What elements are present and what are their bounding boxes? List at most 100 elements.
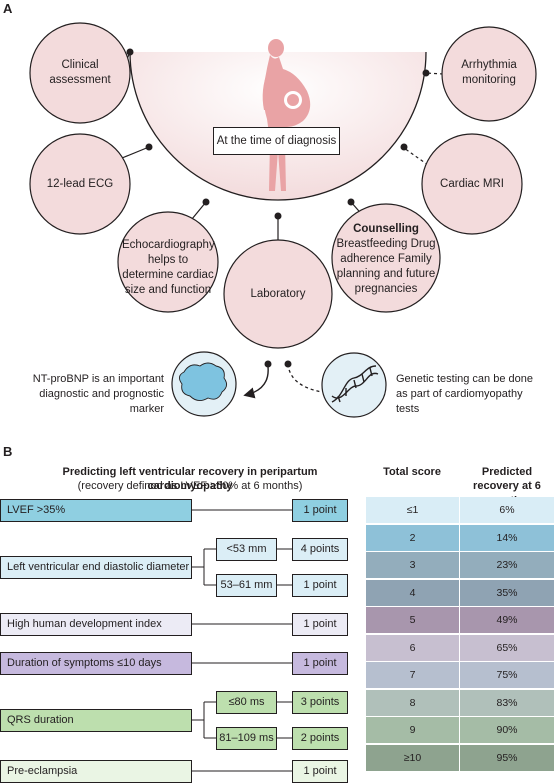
points-preeclampsia-label: 1 point [303,765,337,777]
score-cell: ≥10 [366,744,459,771]
connector-echo [191,201,207,220]
recovery-cell: 75% [460,662,554,688]
score-cell: 5 [366,607,459,633]
score-cell: 9 [366,717,459,743]
circle-lab [223,239,333,349]
recovery-cell: 95% [460,744,554,771]
lab-text: Laboratory [250,288,306,300]
mri-text: Cardiac MRI [440,178,504,190]
criterion-lvef-label: LVEF >35% [7,504,66,516]
points-duration-label: 1 point [303,657,337,669]
score-cell: 6 [366,634,459,661]
counselling-title: Counselling [353,223,419,235]
criterion-lvedd: Left ventricular end diastolic diameter [0,556,192,579]
dot-genetic [284,360,292,368]
points-preeclampsia: 1 point [292,760,348,783]
recovery-cell: 23% [460,552,554,578]
genetic-text: Genetic testing can be done as part of c… [396,373,533,415]
arrow-to-ntprobnp [243,366,269,399]
criterion-qrs-label: QRS duration [7,714,74,726]
subcriterion-lvedd-b: 53–61 mm [216,574,277,597]
connector-ecg [121,146,150,159]
ecg-text: 12-lead ECG [46,178,114,190]
points-lvedd-b: 1 point [292,574,348,597]
criterion-duration: Duration of symptoms ≤10 days [0,652,192,675]
points-qrs-a: 3 points [292,691,348,714]
arrhythmia-text: Arrhythmia monitoring [461,59,517,86]
recovery-cell: 6% [460,497,554,523]
circle-dna [321,352,387,418]
score-cell: 3 [366,552,459,578]
recovery-cell: 49% [460,607,554,633]
dot-ecg [145,143,153,151]
dot-counselling [347,198,355,206]
subcriterion-lvedd-b-label: 53–61 mm [220,579,273,591]
circle-mri [421,133,523,235]
score-cell: ≤1 [366,497,459,523]
points-qrs-b-label: 2 points [300,732,340,744]
ntprobnp-text: NT-proBNP is an important diagnostic and… [32,373,164,415]
score-cell: 2 [366,524,459,551]
score-title: Predicting left ventricular recovery in … [62,466,318,493]
dot-ntprobnp [264,360,272,368]
subcriterion-lvedd-a-label: <53 mm [226,543,267,555]
score-cell: 8 [366,689,459,716]
fetus-icon [284,91,302,109]
score-cell: 7 [366,662,459,688]
subcriterion-lvedd-a: <53 mm [216,538,277,561]
circle-clinical [29,22,131,124]
points-duration: 1 point [292,652,348,675]
col-total-score: Total score [383,466,441,478]
circle-arrhythmia [441,26,537,122]
dot-lab [274,212,282,220]
panel-b-letter: B [3,444,13,459]
criterion-preeclampsia: Pre-eclampsia [0,760,192,783]
recovery-cell: 35% [460,579,554,606]
points-lvef-label: 1 point [303,504,337,516]
score-subtitle: (recovery defined as LVEF ≥50% at 6 mont… [77,480,303,492]
points-lvedd-a: 4 points [292,538,348,561]
points-lvef: 1 point [292,499,348,522]
subcriterion-qrs-a-label: ≤80 ms [228,696,265,708]
connector-mri [403,147,429,166]
dot-mri [400,143,408,151]
panel-a-letter: A [3,1,13,16]
criterion-preeclampsia-label: Pre-eclampsia [7,765,78,777]
clinical-text: Clinical assessment [49,59,111,86]
score-cell: 4 [366,579,459,606]
recovery-cell: 83% [460,689,554,716]
criterion-lvef: LVEF >35% [0,499,192,522]
counselling-items: Breastfeeding Drug adherence Family plan… [336,238,436,295]
circle-ecg [29,133,131,235]
points-lvedd-a-label: 4 points [300,543,340,555]
line-to-genetic [287,363,323,393]
subcriterion-qrs-b: 81–109 ms [216,727,277,750]
panel-a-diagram [29,22,537,418]
circle-counselling [331,203,441,313]
points-hdi-label: 1 point [303,618,337,630]
diagnosis-label: At the time of diagnosis [213,127,340,155]
dot-arrhythmia [422,69,430,77]
pregnant-woman-icon [262,39,311,191]
criterion-duration-label: Duration of symptoms ≤10 days [7,657,162,669]
points-hdi: 1 point [292,613,348,636]
points-qrs-a-label: 3 points [300,696,340,708]
criterion-lvedd-label: Left ventricular end diastolic diameter [7,561,190,573]
subcriterion-qrs-a: ≤80 ms [216,691,277,714]
dot-echo [202,198,210,206]
bowl-arc [129,51,427,201]
subcriterion-qrs-b-label: 81–109 ms [219,732,274,744]
criterion-hdi: High human development index [0,613,192,636]
criteria-connectors [192,509,292,772]
points-lvedd-b-label: 1 point [303,579,337,591]
